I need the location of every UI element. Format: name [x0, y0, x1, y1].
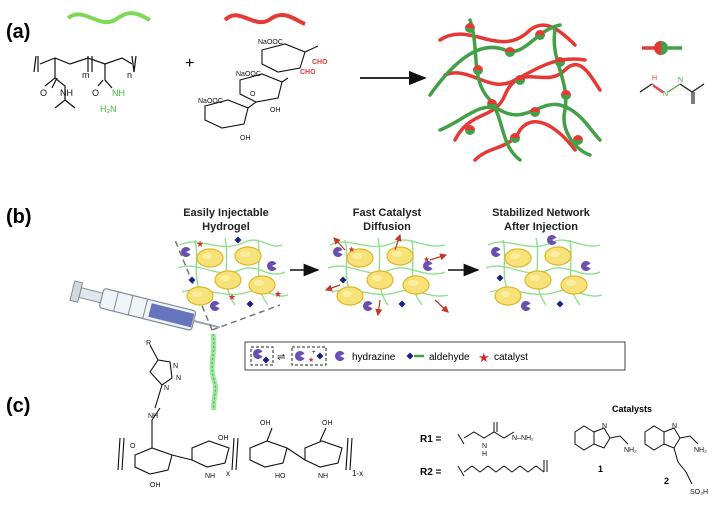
- zoom-line-right: [211, 304, 281, 331]
- cat2-n-label: N: [672, 423, 677, 430]
- panel-b-label: (b): [6, 206, 32, 228]
- nh-c-3: NH: [318, 473, 328, 480]
- catalyst-1-structure: [574, 425, 629, 451]
- catalyst-1-number: 1: [598, 464, 603, 474]
- naooc-label-1: NaOOC: [258, 39, 283, 46]
- plus-sign: +: [185, 55, 194, 72]
- legend-box-plus: +: [312, 350, 316, 356]
- panel-c-label: (c): [6, 395, 30, 417]
- hydrogel-network-3: [485, 235, 603, 311]
- step1-title-line1: Easily Injectable: [183, 207, 269, 219]
- naooc-label-3: NaOOC: [198, 98, 223, 105]
- r2-label: R2 =: [420, 467, 442, 478]
- catalyst-2-structure: [644, 425, 699, 485]
- hydrogel-network-1: ★ ★ ★: [177, 236, 289, 311]
- link-n2-label: N: [678, 77, 683, 84]
- hydrogel-network-2: ★ ★: [324, 233, 449, 317]
- catalyst-star-2: ★: [274, 289, 282, 299]
- cat2-so3h-label: SO₃H: [690, 489, 708, 496]
- legend-aldehyde: aldehyde: [429, 352, 470, 363]
- n-subscript: n: [127, 70, 132, 80]
- ho-c: HO: [275, 473, 286, 480]
- r1-tail-label: N–NH₂: [512, 435, 534, 442]
- r1-n-label: N: [482, 443, 487, 450]
- amide-nh-label: NH: [60, 88, 73, 98]
- polysaccharide-structure: [117, 344, 353, 475]
- extruded-gel-texture: [211, 333, 216, 411]
- step2-title-line1: Fast Catalyst: [353, 207, 422, 219]
- polymer1-structure: [33, 55, 137, 109]
- oh-c-1: OH: [150, 482, 161, 489]
- crosslink-legend-icon: [642, 41, 682, 55]
- link-h-label: H: [652, 75, 657, 82]
- ring-o-label: O: [130, 443, 136, 450]
- legend-hydrazine: hydrazine: [352, 352, 396, 363]
- catalyst-2-number: 2: [664, 476, 669, 486]
- syringe-icon: [69, 280, 221, 331]
- catalyst-star-3: ★: [228, 292, 236, 302]
- r1-structure: [457, 422, 515, 445]
- legend-catalyst-star: ★: [478, 350, 490, 365]
- link-n1-label: N: [663, 91, 668, 98]
- r2-structure: [457, 460, 548, 477]
- x-subscript: x: [226, 469, 230, 478]
- hydrazone-link-structure: [639, 83, 705, 104]
- step1-title-line2: Hydrogel: [202, 221, 250, 233]
- legend-free-state: [291, 346, 327, 366]
- extruded-gel-strand: [209, 333, 218, 411]
- catalyst-star-1: ★: [196, 239, 204, 249]
- legend-box-star: ★: [308, 356, 314, 364]
- nh-c-2: NH: [205, 473, 215, 480]
- carbonyl-o-label: O: [40, 88, 47, 98]
- amide-nh-c: NH: [148, 413, 158, 420]
- step3-title-line2: After Injection: [504, 221, 578, 233]
- cat1-nh2-label: NH₂: [624, 447, 637, 454]
- triazole-n-top: N: [173, 363, 178, 370]
- catalyst-star-4: ★: [348, 245, 355, 254]
- triazole-n-mid: N: [176, 375, 181, 382]
- panel-a-label: (a): [6, 21, 30, 43]
- hydrazide-o-label: O: [92, 88, 99, 98]
- hydrazide-nh-label: NH: [112, 88, 125, 98]
- legend-bound-state: [250, 346, 274, 366]
- equilibrium-arrows: ⇌: [277, 352, 285, 363]
- naooc-label-2: NaOOC: [236, 71, 261, 78]
- r1-h-label: H: [482, 451, 487, 458]
- r1-label: R1 =: [420, 434, 442, 445]
- cat2-nh2-label: NH₂: [694, 447, 707, 454]
- green-polymer-icon: [66, 11, 151, 25]
- o-link-label: O: [250, 91, 256, 98]
- cat1-n-label: N: [602, 423, 607, 430]
- step2-title-line2: Diffusion: [363, 221, 411, 233]
- step3-title-line1: Stabilized Network: [492, 207, 591, 219]
- cho-label-1: CHO: [300, 69, 316, 76]
- oh-c-3: OH: [260, 420, 271, 427]
- r-group-label: R: [146, 340, 151, 347]
- crosslinked-network: [428, 18, 602, 162]
- oh-label-2: OH: [270, 107, 281, 114]
- hydrazide-nh2-label: H₂N: [100, 104, 117, 114]
- cho-label-2: CHO: [312, 59, 328, 66]
- oh-c-2: OH: [218, 435, 229, 442]
- one-minus-x-subscript: 1-x: [352, 469, 363, 478]
- oh-c-4: OH: [322, 420, 333, 427]
- catalyst-star-5: ★: [423, 255, 430, 264]
- red-polymer-icon: [223, 13, 306, 26]
- legend-catalyst: catalyst: [494, 352, 528, 363]
- oh-label-1: OH: [240, 135, 251, 142]
- catalysts-title: Catalysts: [612, 404, 652, 414]
- zoom-line-left: [174, 239, 213, 331]
- triazole-n-bot: N: [164, 385, 169, 392]
- m-subscript: m: [82, 70, 90, 80]
- polymer2-structure: [204, 43, 319, 129]
